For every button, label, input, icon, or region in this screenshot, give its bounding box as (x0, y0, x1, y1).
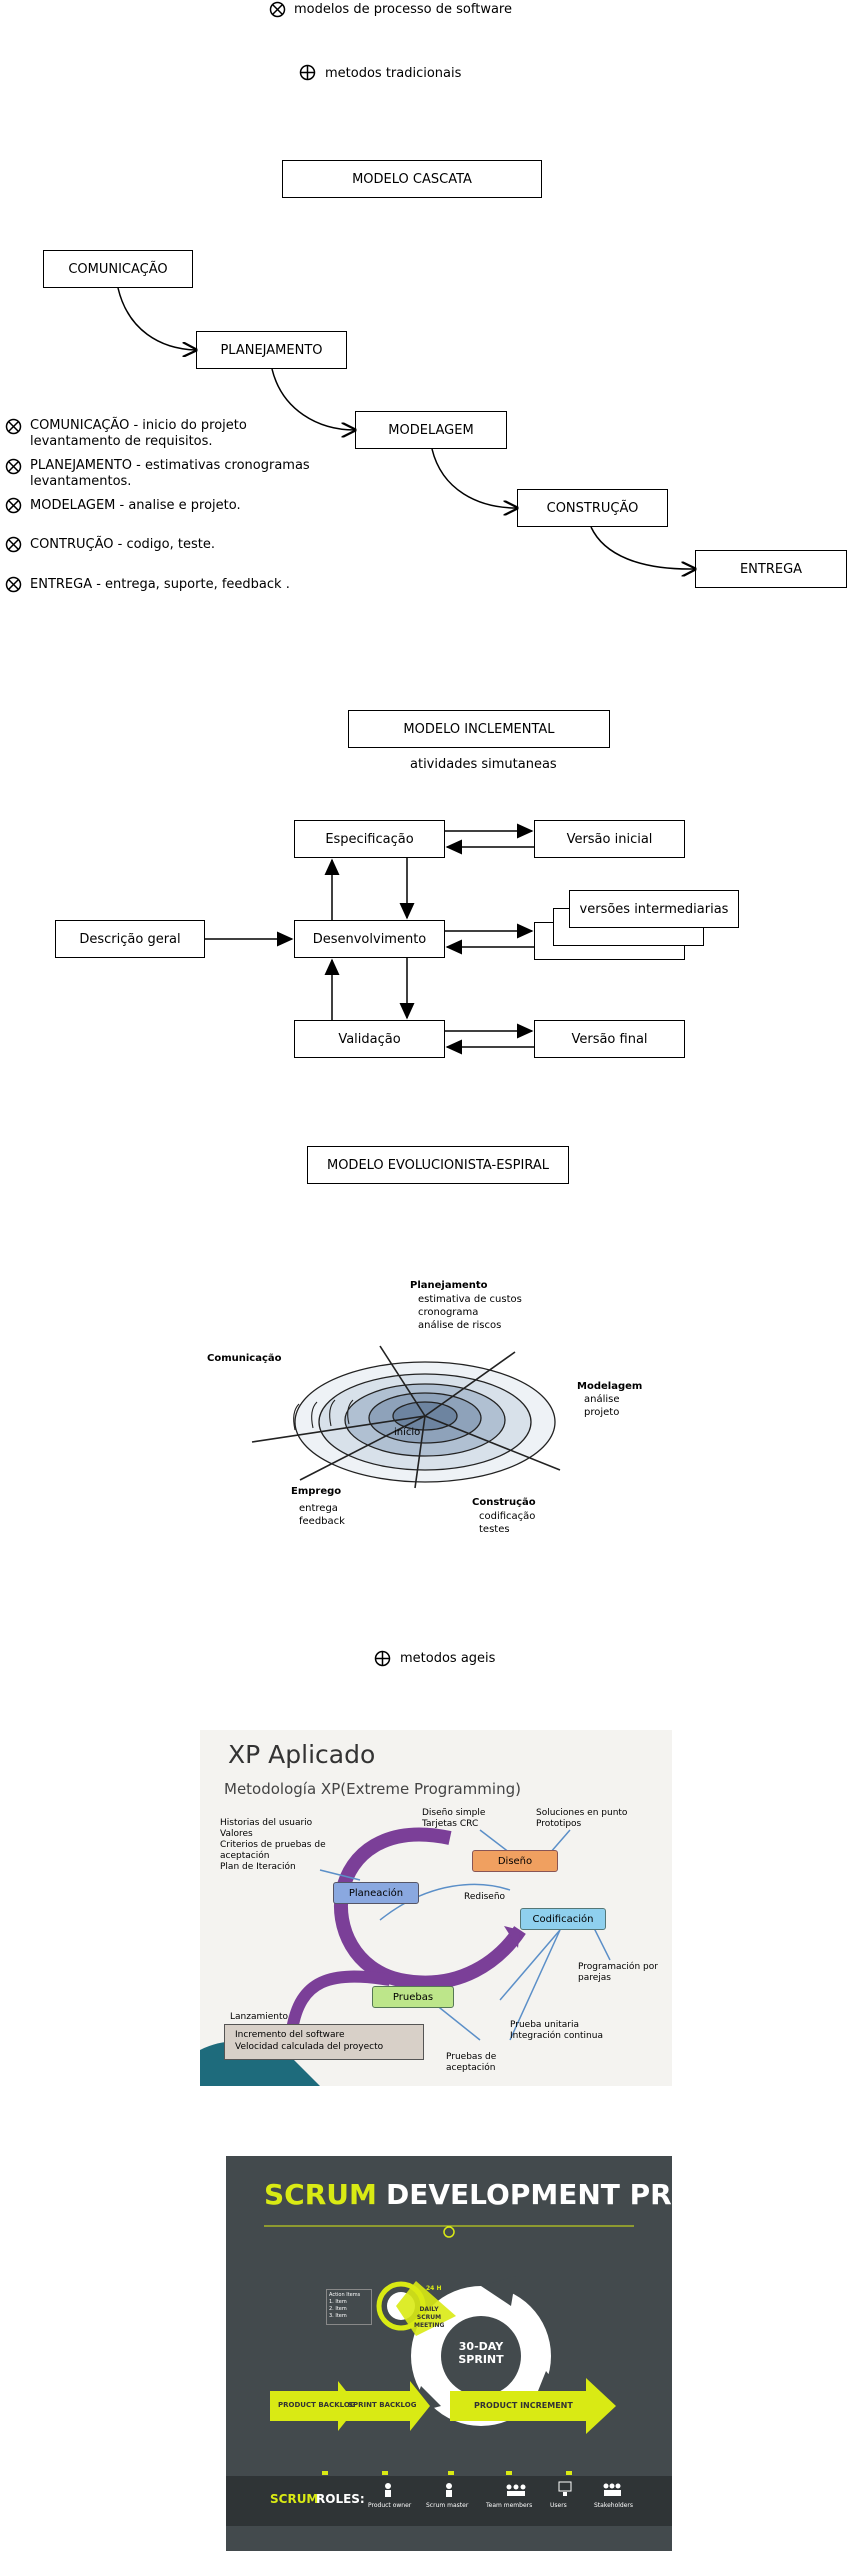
spiral-construcao-item: testes (479, 1524, 510, 1535)
xp-diseno-left: Diseño simple Tarjetas CRC (422, 1808, 486, 1829)
xp-rediseno: Rediseño (464, 1892, 506, 1902)
collapse-icon[interactable] (5, 458, 22, 475)
scrum-role: Stakeholders (594, 2502, 634, 2509)
scrum-role: Team members (486, 2502, 533, 2509)
spiral-planejamento-item: análise de riscos (418, 1320, 502, 1331)
step-entrega: ENTREGA (695, 550, 847, 588)
scrum-title-b: DEVELOPMENT PROCESS (386, 2178, 672, 2211)
xp-diseno-right: Soluciones en punto Prototipos (536, 1808, 628, 1829)
box-especificacao: Especificação (294, 820, 445, 858)
box-versoes-intermediarias: versões intermediarias (569, 890, 739, 928)
spiral-graphic (251, 1345, 561, 1489)
xp-pruebas-list: Prueba unitaria Integración continua (510, 2020, 603, 2041)
scrum-24h: 24 H (426, 2285, 442, 2292)
xp-pruebas-box: Pruebas (372, 1986, 454, 2008)
incremental-title: MODELO INCLEMENTAL (348, 710, 610, 748)
scrum-roles-a: SCRUM (270, 2492, 319, 2506)
box-versao-final: Versão final (534, 1020, 685, 1058)
spiral-inicio: início (394, 1427, 421, 1438)
note-planejamento: PLANEJAMENTO - estimativas cronogramas l… (30, 458, 310, 489)
note-construcao: CONTRUÇÃO - codigo, teste. (30, 537, 215, 552)
node-label-agile: metodos ageis (400, 1651, 496, 1666)
scrum-image: SCRUM DEVELOPMENT PROCESS Action Items 1… (226, 2156, 672, 2551)
collapse-icon[interactable] (5, 418, 22, 435)
spiral-planejamento-item: cronograma (418, 1307, 479, 1318)
cascata-connectors (117, 287, 849, 620)
scrum-sprint-backlog: SPRINT BACKLOG (348, 2401, 417, 2409)
spiral-emprego-item: feedback (299, 1516, 345, 1527)
scrum-backlog: PRODUCT BACKLOG (278, 2401, 356, 2409)
spiral-modelagem-item: projeto (584, 1407, 620, 1418)
scrum-action-items: Action Items 1. Item 2. Item 3. Item (326, 2289, 372, 2325)
box-versao-inicial: Versão inicial (534, 820, 685, 858)
scrum-sprint: 30-DAY SPRINT (458, 2340, 504, 2366)
user-icon (446, 2483, 452, 2489)
box-validacao: Validação (294, 1020, 445, 1058)
user-icon (385, 2483, 391, 2489)
xp-diseno-box: Diseño (472, 1850, 558, 1872)
scrum-title-a: SCRUM (264, 2178, 377, 2211)
step-modelagem: MODELAGEM (355, 411, 507, 449)
xp-lanzamiento: Lanzamiento (230, 2012, 289, 2022)
spiral-comunicacao: Comunicação (207, 1353, 282, 1364)
scrum-role: Users (550, 2502, 567, 2509)
xp-planeacion-list: Historias del usuario Valores Criterios … (220, 1818, 326, 1872)
spiral-planejamento: Planejamento (410, 1280, 488, 1291)
scrum-role: Product owner (368, 2502, 412, 2509)
xp-image: XP Aplicado Metodología XP(Extreme Progr… (200, 1730, 672, 2086)
note-comunicacao: COMUNICAÇÃO - inicio do projeto levantam… (30, 418, 247, 449)
box-desenvolvimento: Desenvolvimento (294, 920, 445, 958)
box-descricao-geral: Descrição geral (55, 920, 205, 958)
xp-codificacion-box: Codificación (520, 1908, 606, 1930)
scrum-daily: DAILY SCRUM MEETING (414, 2306, 445, 2329)
xp-lanzamiento-box: Incremento del software Velocidad calcul… (224, 2024, 424, 2060)
expand-icon[interactable] (374, 1650, 391, 1667)
collapse-icon[interactable] (5, 536, 22, 553)
xp-graphic (200, 1827, 611, 2086)
step-planejamento: PLANEJAMENTO (196, 331, 347, 369)
user-icon-body (385, 2490, 391, 2497)
scrum-roles-b: ROLES: (316, 2492, 365, 2506)
step-comunicacao: COMUNICAÇÃO (43, 250, 193, 288)
xp-programacion: Programación por parejas (578, 1962, 658, 1983)
scrum-role-icons (385, 2481, 621, 2497)
spiral-construcao-item: codificação (479, 1511, 536, 1522)
step-construcao: CONSTRUÇÃO (517, 489, 668, 527)
xp-planeacion-box: Planeación (333, 1882, 419, 1904)
scrum-increment: PRODUCT INCREMENT (474, 2401, 573, 2410)
node-label-root: modelos de processo de software (294, 2, 512, 17)
node-label-traditional: metodos tradicionais (325, 66, 462, 81)
spiral-modelagem-item: análise (584, 1394, 620, 1405)
incremental-subtitle: atividades simutaneas (410, 757, 557, 772)
note-modelagem: MODELAGEM - analise e projeto. (30, 498, 241, 513)
spiral-emprego-item: entrega (299, 1503, 338, 1514)
xp-title: XP Aplicado (228, 1740, 376, 1769)
collapse-icon[interactable] (5, 497, 22, 514)
note-entrega: ENTREGA - entrega, suporte, feedback . (30, 577, 290, 592)
xp-pruebas-aceptacion: Pruebas de aceptación (446, 2052, 497, 2073)
collapse-icon[interactable] (269, 1, 286, 18)
spiral-construcao: Construção (472, 1497, 536, 1508)
spiral-modelagem: Modelagem (577, 1381, 643, 1392)
expand-icon[interactable] (299, 64, 316, 81)
spiral-emprego: Emprego (291, 1486, 342, 1497)
cascata-title: MODELO CASCATA (282, 160, 542, 198)
collapse-icon[interactable] (5, 576, 22, 593)
scrum-graphic (226, 2225, 672, 2526)
xp-subtitle: Metodología XP(Extreme Programming) (224, 1780, 521, 1798)
espiral-title: MODELO EVOLUCIONISTA-ESPIRAL (307, 1146, 569, 1184)
spiral-figure (200, 1270, 650, 1540)
spiral-planejamento-item: estimativa de custos (418, 1294, 522, 1305)
scrum-role: Scrum master (426, 2502, 469, 2509)
